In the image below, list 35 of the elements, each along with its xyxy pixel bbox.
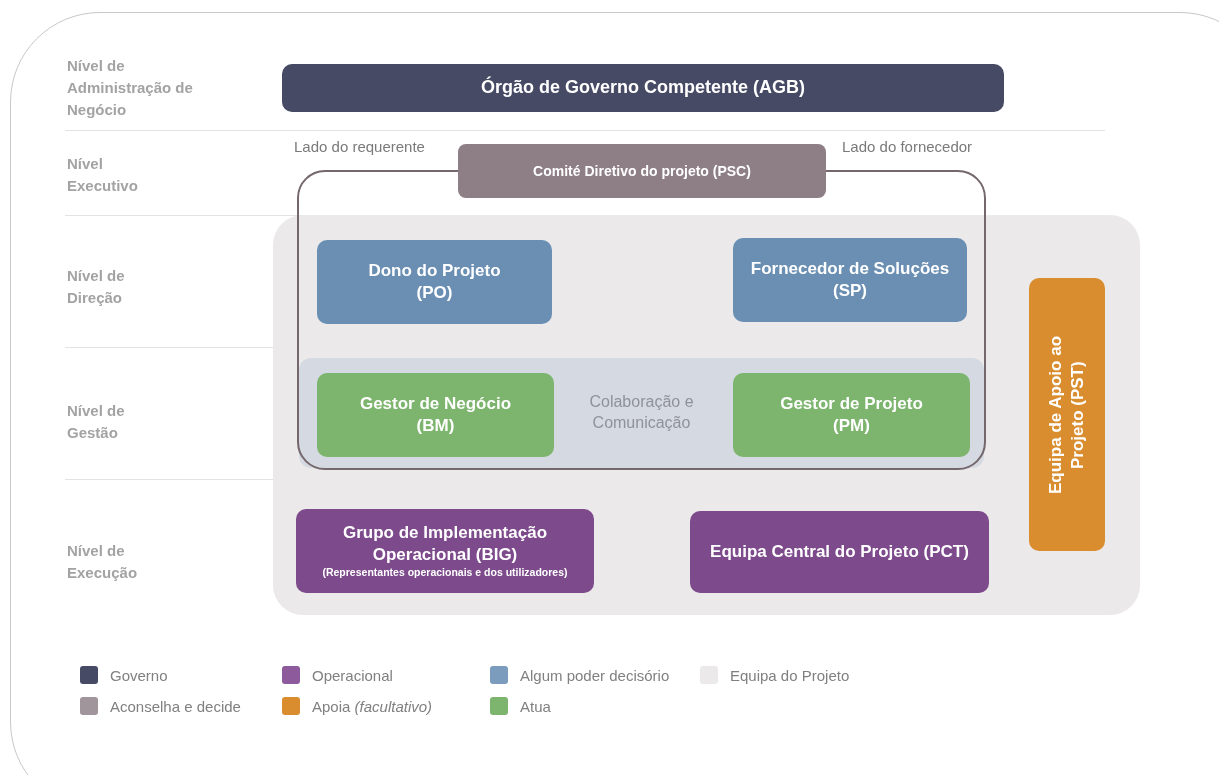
level-label: Nível de Execução: [67, 541, 139, 583]
committee-box: [458, 144, 826, 198]
legend-label: Equipa do Projeto: [730, 666, 850, 684]
band-label: Colaboração e Comunicação: [588, 392, 695, 433]
level-label: Nível de Administração de Negócio: [67, 56, 194, 120]
level-label: Nível Executivo: [67, 154, 139, 196]
role-box: [690, 511, 989, 593]
node-title: Grupo de Implementação Operacional (BIG): [341, 522, 548, 567]
role-box: [317, 373, 554, 457]
side-label: Lado do requerente: [294, 137, 426, 157]
legend-label: Governo: [110, 666, 168, 684]
side-label: Lado do fornecedor: [842, 137, 974, 157]
node-title: Dono do Projeto (PO): [367, 259, 502, 304]
level-label: Nível de Gestão: [67, 401, 126, 443]
node-title: Gestor de Projeto (PM): [779, 392, 924, 437]
node-title: Equipa de Apoio ao Projeto (PST): [1044, 334, 1088, 496]
node-title: Fornecedor de Soluções (SP): [749, 257, 951, 302]
node-subtitle: (Representantes operacionais e dos utilizadores): [322, 566, 568, 580]
role-box: [296, 509, 594, 593]
node-title: Gestor de Negócio (BM): [358, 392, 513, 437]
legend-label: Atua: [520, 697, 551, 715]
node-title: Equipa Central do Projeto (PCT): [710, 540, 969, 563]
governance-box: [282, 64, 1004, 112]
level-label: Nível de Direção: [67, 266, 126, 308]
legend-label: Aconselha e decide: [110, 697, 241, 715]
collaboration-band: [299, 358, 984, 468]
support-team-bar: [1029, 278, 1105, 551]
node-title: Comité Diretivo do projeto (PSC): [533, 161, 751, 181]
legend-label: Operacional: [312, 666, 393, 684]
role-box: [733, 238, 967, 322]
node-title: Órgão de Governo Competente (AGB): [481, 76, 805, 100]
role-box: [733, 373, 970, 457]
legend-label: Algum poder decisório: [520, 666, 670, 684]
legend-label: Apoia (facultativo): [312, 697, 433, 715]
role-box: [317, 240, 552, 324]
